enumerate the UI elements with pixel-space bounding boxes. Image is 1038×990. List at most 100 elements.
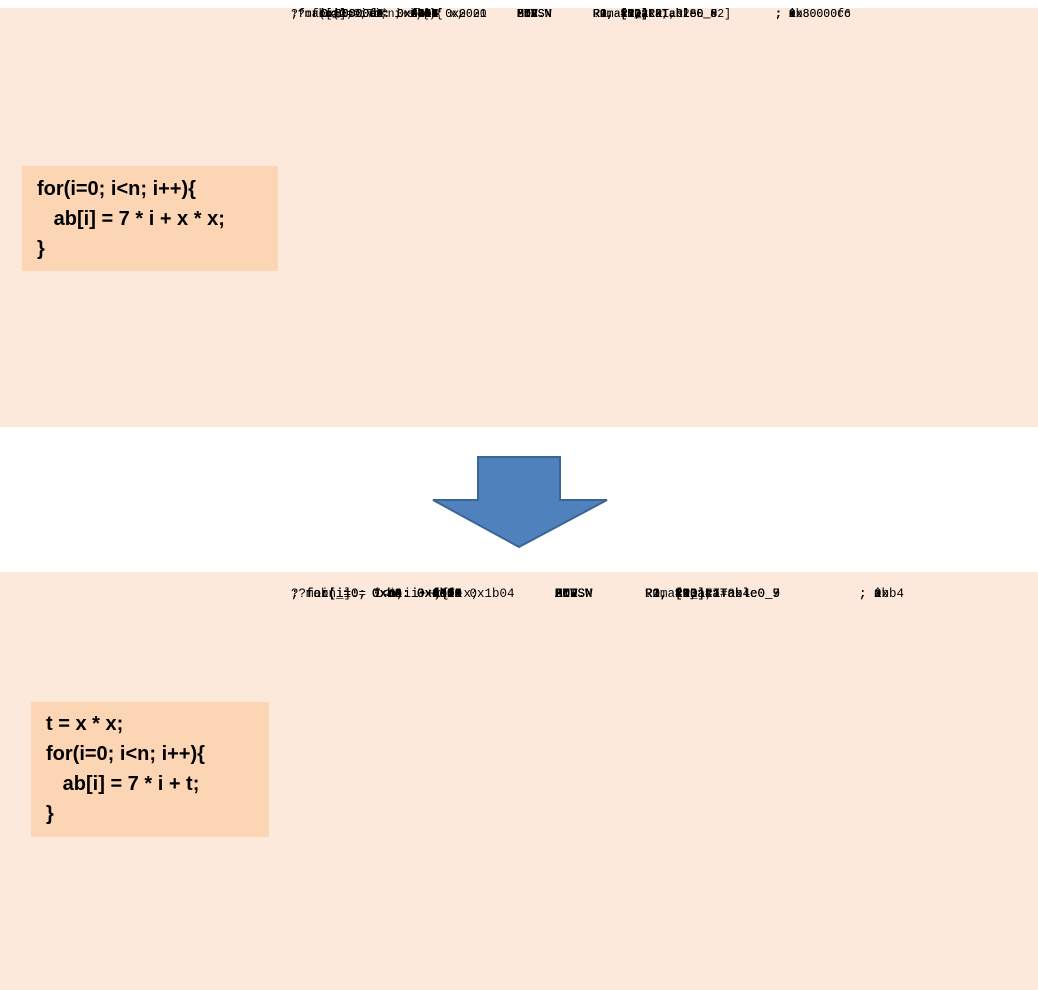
asm-annotation: ; ab xyxy=(859,587,890,601)
asm-address: 0x80000fa: 0xe7e4 xyxy=(321,8,439,21)
asm-opcode: MULS xyxy=(517,8,545,21)
asm-address: 0x80000d4: 0x6800 xyxy=(321,8,439,21)
asm-annotation: ; i xyxy=(775,8,796,21)
asm-operands: R0, ??DataTable0_5 xyxy=(645,587,781,601)
optimized-source-code: t = x * x; for(i=0; i<n; i++){ ab[i] = 7… xyxy=(31,702,269,837)
asm-operands: R1, [R0] xyxy=(645,587,706,601)
asm-comment: ; ab[i] = 7 * i + x * x; xyxy=(291,587,479,601)
asm-opcode: CMP xyxy=(555,587,578,601)
original-source-code: for(i=0; i<n; i++){ ab[i] = 7 * i + x * … xyxy=(22,166,278,271)
asm-operands: R2, [R2] xyxy=(593,8,649,21)
asm-opcode: LDR.N xyxy=(517,8,552,21)
asm-address: 0xb2: 0x4b22 xyxy=(372,587,463,601)
source-line: } xyxy=(46,803,54,825)
asm-address: 0x80000d6: 0x2107 xyxy=(321,8,439,21)
asm-opcode: STR xyxy=(517,8,538,21)
asm-operands: ??main_3 xyxy=(593,8,649,21)
source-line: ab[i] = 7 * i + x * x; xyxy=(37,208,225,230)
asm-operands: R1, #0 xyxy=(593,8,635,21)
asm-address: 0x80000ec: 0xf842 0x0021 xyxy=(321,8,487,21)
asm-opcode: ADDS xyxy=(555,587,586,601)
top-panel: for(i=0; i<n; i++){ ab[i] = 7 * i + x * … xyxy=(0,8,1038,427)
source-line: for(i=0; i<n; i++){ xyxy=(46,743,205,765)
asm-opcode: B.N xyxy=(517,8,538,21)
asm-opcode: LDR xyxy=(555,587,578,601)
asm-address: 0x80000e2: 0xfb01 0x2000 xyxy=(321,8,487,21)
asm-address: 0xb8: 0x681a xyxy=(372,587,463,601)
asm-operands: R1, R1, #7 xyxy=(645,587,721,601)
asm-operands: R2, R1 xyxy=(645,587,691,601)
asm-operands: R2, [R3] xyxy=(645,587,706,601)
asm-address: 0x80000e8: 0x6809 xyxy=(321,8,439,21)
asm-operands: R1, [R1] xyxy=(645,587,706,601)
asm-address: 0xbc: 0x601a xyxy=(372,587,463,601)
asm-address: 0xaa: 0x4922 xyxy=(372,587,463,601)
asm-opcode: STR.W xyxy=(517,8,552,21)
asm-address: 0xc2: 0x2a05 xyxy=(372,587,463,601)
asm-opcode: STR xyxy=(555,587,578,601)
asm-opcode: LDR.N xyxy=(517,8,552,21)
asm-address: 0x80000c6: 0x4826 xyxy=(321,8,439,21)
asm-annotation: ; 0x80000c6 xyxy=(775,8,851,21)
asm-operands: R0, ??DataTable0_9 xyxy=(645,587,781,601)
asm-address: 0xa6: 0x6001 xyxy=(372,587,463,601)
asm-address: 0xc0: 0x681a xyxy=(372,587,463,601)
asm-comment: ; for(i=0; i<n; i++){ xyxy=(291,587,449,601)
asm-opcode: LDR.N xyxy=(517,8,552,21)
source-line: } xyxy=(37,238,45,260)
asm-operands: R0, ??DataTable0_5 xyxy=(593,8,718,21)
asm-comment: ??main_1: xyxy=(291,587,359,601)
asm-operands: R1, ??DataTable0_9 xyxy=(593,8,718,21)
asm-opcode: LDR.N xyxy=(555,587,593,601)
asm-operands: R1, #7 xyxy=(593,8,635,21)
asm-address: 0x80000c0: 0x4827 xyxy=(321,8,439,21)
asm-operands: R3, [R3] xyxy=(593,8,649,21)
asm-operands: ??main_1 xyxy=(645,587,706,601)
asm-opcode: LDR.N xyxy=(517,8,552,21)
asm-operands: R1, ??DataTable0_7 xyxy=(645,587,781,601)
asm-opcode: LDR.N xyxy=(555,587,593,601)
asm-operands: R0, [R0] xyxy=(593,8,649,21)
source-line: for(i=0; i<n; i++){ xyxy=(37,178,196,200)
asm-annotation: ; 0x80000fc xyxy=(775,8,851,21)
asm-operands: R0, R1 xyxy=(593,8,635,21)
asm-address: 0xa2: 0x4826 xyxy=(372,587,463,601)
asm-address: 0xb4: 0xf840 0x1b04 xyxy=(372,587,515,601)
asm-opcode: MLA xyxy=(517,8,538,21)
asm-comment: ;for(i=0; i<n; i++){ xyxy=(291,8,430,21)
asm-annotation: ; i xyxy=(775,8,796,21)
asm-operands: R0, [R0] xyxy=(593,8,649,21)
asm-opcode: BGE.N xyxy=(517,8,552,21)
asm-opcode: MOV xyxy=(555,587,578,601)
asm-address: ... xyxy=(321,8,356,21)
asm-opcode: LDR xyxy=(517,8,538,21)
asm-opcode: LDR.N xyxy=(517,8,552,21)
asm-operands: R2, #5 xyxy=(645,587,691,601)
asm-address: 0xae: 0x460a xyxy=(372,587,463,601)
asm-opcode: LDR.N xyxy=(517,8,552,21)
asm-address: 0xc4: 0xdbf6 xyxy=(372,587,463,601)
asm-operands: R1, [R1] xyxy=(593,8,649,21)
asm-comment: ??main_2: xyxy=(291,8,354,21)
asm-operands: R0, ??DataTable0_5 xyxy=(593,8,718,21)
asm-opcode: LDR.N xyxy=(517,8,552,21)
asm-operands: R0, ??DataTable0_5 xyxy=(593,8,718,21)
asm-address: 0xba: 0x1c52 xyxy=(372,587,463,601)
asm-operands: R1, [R1] xyxy=(593,8,649,21)
asm-opcode: LDR.N xyxy=(555,587,593,601)
asm-opcode: LDR xyxy=(517,8,538,21)
asm-operands: R2, ??DataTable0_8 xyxy=(593,8,718,21)
asm-operands: R1, [R0] xyxy=(593,8,649,21)
asm-address: 0x80000cc: 0x6809 xyxy=(321,8,439,21)
asm-operands: R0, [R2, R1, LSL #2] xyxy=(593,8,732,21)
asm-operands: R0, R1, R0, R2 xyxy=(593,8,690,21)
asm-operands: R2, [R3] xyxy=(645,587,706,601)
asm-opcode: CMP xyxy=(517,8,538,21)
asm-address: 0x80000de: 0x681b xyxy=(321,8,439,21)
asm-comment: ; ab[i] = 7 * i + x * x; xyxy=(291,8,464,21)
asm-address: 0xac: 0x6809 xyxy=(372,587,463,601)
asm-address: 0x80000d2: 0x4823 xyxy=(321,8,439,21)
asm-opcode: LDR.N xyxy=(555,587,593,601)
asm-annotation: ; n xyxy=(775,8,796,21)
asm-opcode: MOVS xyxy=(555,587,586,601)
